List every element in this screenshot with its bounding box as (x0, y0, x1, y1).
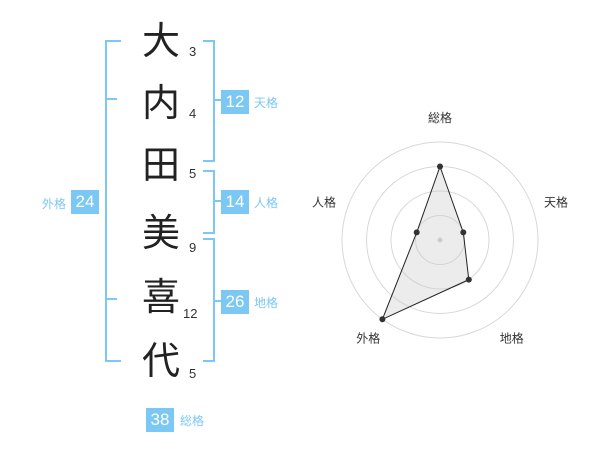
soukaku-label: 総格 (180, 414, 205, 428)
radar-center-point (437, 237, 443, 243)
stroke-count-5: 12 (183, 306, 198, 321)
bracket-tick (213, 200, 223, 202)
stroke-count-2: 4 (189, 106, 197, 121)
bracket-tick (107, 98, 117, 100)
radar-point (437, 163, 443, 170)
radar-point (379, 316, 386, 323)
bracket-tick (213, 99, 223, 101)
radar-point (465, 276, 472, 283)
radar-points (379, 163, 472, 323)
tenkaku-bracket (203, 40, 215, 162)
chikaku-label: 地格 (254, 296, 279, 310)
jinkaku-badge: 14 (221, 190, 249, 214)
stroke-count-3: 5 (189, 166, 197, 181)
gaikaku-badge: 24 (71, 190, 99, 214)
stroke-count-1: 3 (189, 44, 197, 59)
name-char-2: 内 (141, 81, 180, 125)
jinkaku-label: 人格 (254, 196, 279, 210)
name-char-1: 大 (141, 19, 180, 63)
name-char-3: 田 (141, 143, 180, 187)
radar-axis-label: 天格 (544, 194, 568, 209)
radar-axis-label: 人格 (312, 194, 336, 209)
radar-axis-label: 外格 (356, 331, 380, 346)
radar-axis-label: 地格 (500, 331, 524, 346)
stroke-count-4: 9 (189, 240, 197, 255)
radar-point (460, 229, 467, 236)
stroke-count-6: 5 (189, 366, 197, 381)
bracket-tick (107, 298, 117, 300)
soukaku-badge: 38 (146, 408, 174, 432)
tenkaku-badge: 12 (221, 90, 249, 114)
radar-ring (390, 190, 490, 290)
gaikaku-bracket (105, 40, 121, 362)
name-char-4: 美 (141, 211, 180, 255)
name-char-5: 喜 (141, 275, 180, 319)
bracket-tick (213, 300, 223, 302)
chikaku-badge: 26 (221, 290, 249, 314)
radar-axis-label: 総格 (428, 110, 452, 125)
radar-point (413, 229, 420, 236)
jinkaku-bracket (203, 170, 215, 234)
gaikaku-label: 外格 (42, 197, 67, 211)
tenkaku-label: 天格 (254, 96, 279, 110)
radar-ring (341, 141, 539, 339)
name-char-6: 代 (141, 339, 180, 383)
radar-series-area (381, 164, 470, 321)
